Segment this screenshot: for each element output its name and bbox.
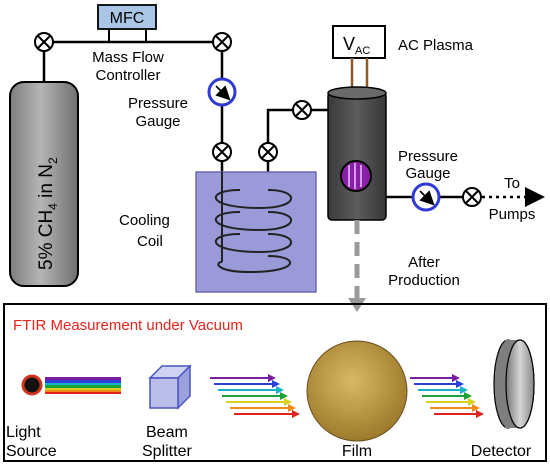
detector-label: Detector	[471, 443, 532, 460]
pressure-label-right-2: Gauge	[405, 165, 450, 182]
mass-flow-label: Mass Flow	[92, 49, 164, 66]
valve-icon	[292, 100, 312, 120]
splitter-label: Splitter	[142, 443, 192, 460]
valve-icon	[34, 32, 54, 52]
light-beam	[45, 377, 121, 394]
cooling-bath	[195, 171, 317, 293]
beam-label: Beam	[146, 424, 188, 441]
beam-arrows-1	[210, 374, 300, 418]
valve-icon	[212, 142, 232, 162]
valve-icon	[212, 32, 232, 52]
pressure-gauge-icon	[207, 77, 237, 107]
pressure-label-left-2: Gauge	[135, 113, 180, 130]
gas-cylinder: 5% CH4 in N2	[9, 81, 79, 287]
after-label: After	[408, 254, 440, 271]
to-pumps-label-2: Pumps	[489, 206, 536, 223]
cylinder-label: 5% CH4 in N2	[36, 157, 60, 270]
cooling-label-1: Cooling	[119, 212, 170, 229]
light-source-label-2: Source	[6, 443, 57, 460]
plasma-reactor	[327, 86, 387, 298]
film-label: Film	[342, 443, 372, 460]
cooling-label-2: Coil	[137, 233, 163, 250]
ac-plasma-label: AC Plasma	[398, 37, 474, 54]
film-sample	[306, 340, 408, 442]
controller-label: Controller	[95, 67, 160, 84]
detector	[493, 339, 535, 429]
svg-text:VAC: VAC	[343, 34, 370, 57]
valve-icon	[258, 142, 278, 162]
mass-flow-controller: MFC	[97, 4, 157, 42]
beam-arrows-2	[410, 374, 484, 418]
ftir-title: FTIR Measurement under Vacuum	[13, 317, 243, 334]
pressure-label-right-1: Pressure	[398, 148, 458, 165]
light-source	[21, 374, 43, 396]
ac-voltage-source: VAC	[332, 25, 386, 95]
pressure-gauge-icon	[411, 182, 441, 212]
beam-splitter	[148, 364, 192, 410]
cooling-coil	[214, 172, 292, 274]
pressure-label-left-1: Pressure	[128, 95, 188, 112]
light-source-label-1: Light	[6, 424, 41, 441]
to-pumps-label-1: To	[504, 175, 520, 192]
production-label: Production	[388, 272, 460, 289]
valve-icon	[462, 187, 482, 207]
ftir-panel	[3, 303, 547, 462]
mfc-label: MFC	[110, 10, 145, 27]
